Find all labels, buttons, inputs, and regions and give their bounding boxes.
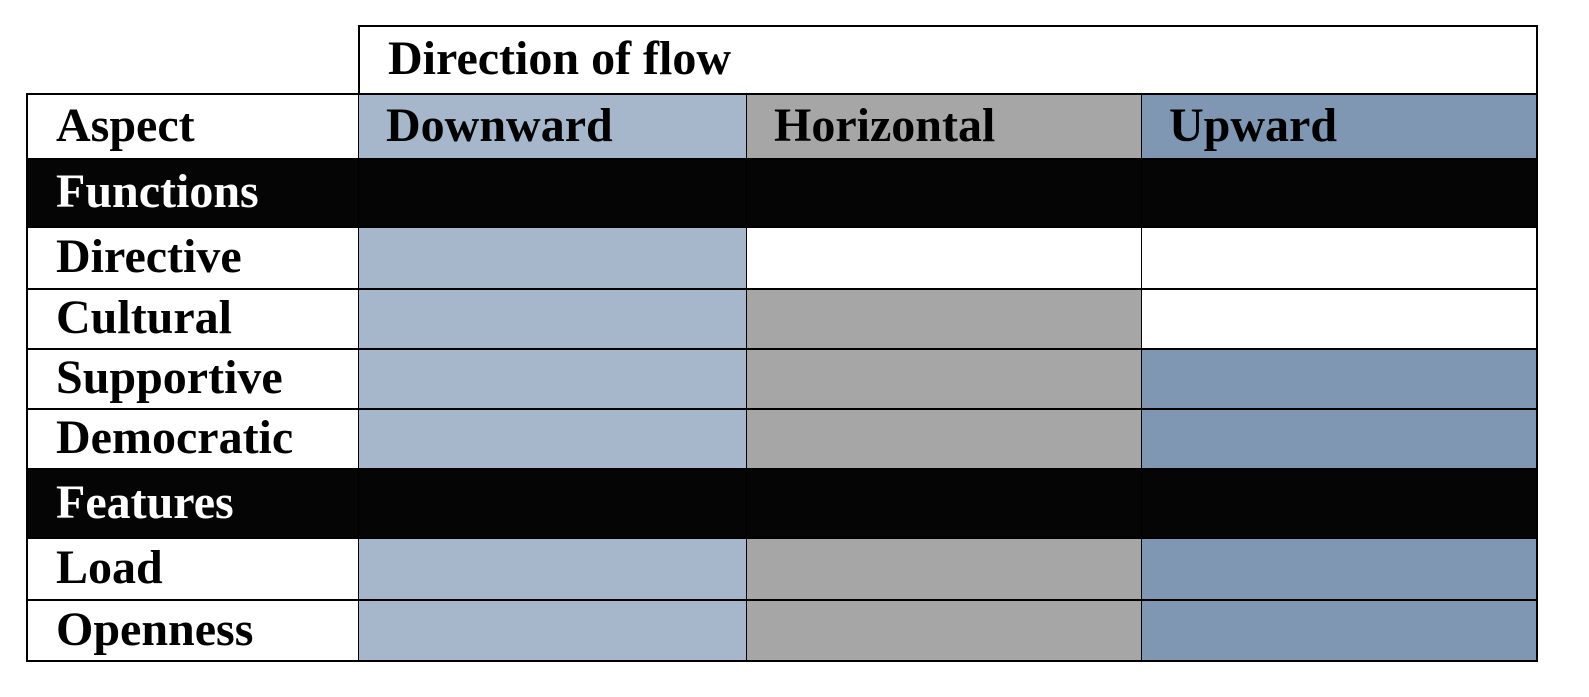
mark-cell <box>358 408 746 468</box>
grid-line <box>26 158 1538 160</box>
row-label-supportive: Supportive <box>26 348 358 408</box>
group-header: Direction of flow <box>358 25 1536 93</box>
section-row-functions: Functions <box>26 158 1536 226</box>
grid-line <box>26 93 1538 95</box>
grid-line <box>358 93 359 662</box>
aspect-header: Aspect <box>26 93 358 158</box>
column-header-horizontal: Horizontal <box>746 93 1141 158</box>
mark-cell <box>746 288 1141 348</box>
grid-line <box>26 408 1538 410</box>
mark-cell <box>1141 348 1536 408</box>
grid-line <box>26 660 1538 662</box>
grid-line <box>26 537 1538 539</box>
grid-line <box>1141 93 1142 662</box>
row-label-directive: Directive <box>26 226 358 288</box>
grid-line <box>26 226 1538 228</box>
grid-line <box>358 25 360 93</box>
mark-cell <box>746 226 1141 288</box>
mark-cell <box>1141 537 1536 599</box>
mark-cell <box>358 226 746 288</box>
mark-cell <box>358 599 746 660</box>
mark-cell <box>746 348 1141 408</box>
grid-line <box>1536 93 1538 662</box>
grid-line <box>26 468 1538 470</box>
mark-cell <box>358 288 746 348</box>
column-header-downward: Downward <box>358 93 746 158</box>
mark-cell <box>746 537 1141 599</box>
mark-cell <box>358 348 746 408</box>
grid-line <box>358 25 1538 27</box>
column-header-upward: Upward <box>1141 93 1536 158</box>
mark-cell <box>1141 599 1536 660</box>
grid-line <box>26 288 1538 290</box>
mark-cell <box>1141 288 1536 348</box>
grid-line <box>746 93 747 662</box>
grid-line <box>26 599 1538 601</box>
mark-cell <box>358 537 746 599</box>
row-label-load: Load <box>26 537 358 599</box>
grid-line <box>26 93 28 662</box>
mark-cell <box>746 599 1141 660</box>
mark-cell <box>746 408 1141 468</box>
mark-cell <box>1141 408 1536 468</box>
section-row-features: Features <box>26 468 1536 537</box>
grid-line <box>1536 25 1538 93</box>
row-label-democratic: Democratic <box>26 408 358 468</box>
row-label-cultural: Cultural <box>26 288 358 348</box>
grid-line <box>26 348 1538 350</box>
row-label-openness: Openness <box>26 599 358 660</box>
mark-cell <box>1141 226 1536 288</box>
